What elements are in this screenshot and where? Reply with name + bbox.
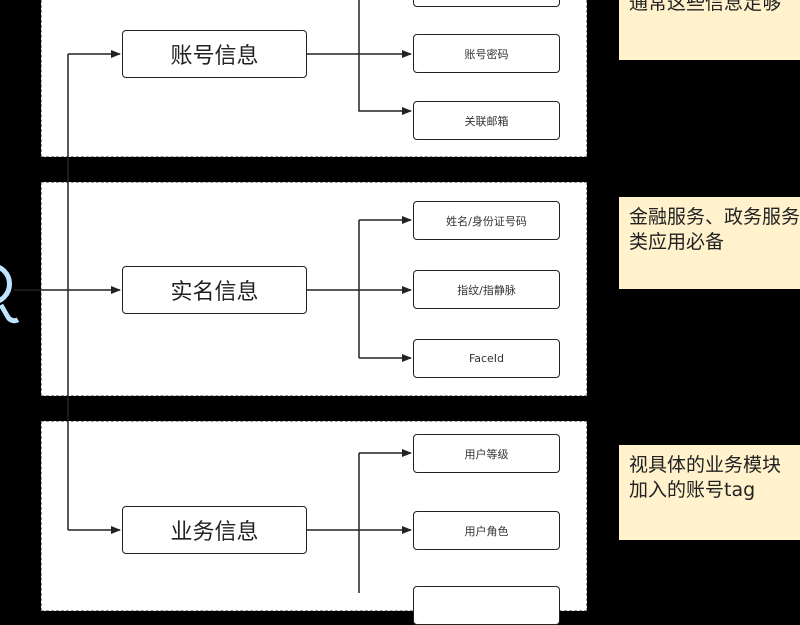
leaf-node [413,0,560,7]
leaf-node [413,586,560,625]
account-info-node: 账号信息 [122,30,307,78]
user-level-node: 用户等级 [413,434,560,473]
fingerprint-vein-node: 指纹/指静脉 [413,270,560,309]
note-line: 金融服务、政务服务 [629,206,800,228]
business-info-node: 业务信息 [122,506,307,554]
real-name-info-node: 实名信息 [122,266,307,314]
faceid-node: FaceId [413,339,560,378]
user-role-node: 用户角色 [413,511,560,550]
linked-email-node: 关联邮箱 [413,101,560,140]
note-line: 通常这些信息足够 [629,0,782,14]
account-password-node: 账号密码 [413,34,560,73]
note-line: 加入的账号tag [629,479,756,501]
note-line: 类应用必备 [629,231,725,253]
name-id-number-node: 姓名/身份证号码 [413,201,560,240]
note-line: 视具体的业务模块 [629,454,782,476]
business-info-note: 视具体的业务模块 加入的账号tag [619,445,800,540]
real-name-info-note: 金融服务、政务服务 类应用必备 [619,197,800,289]
account-info-note: 通常这些信息足够 [619,0,800,60]
connector-lines [14,0,412,593]
